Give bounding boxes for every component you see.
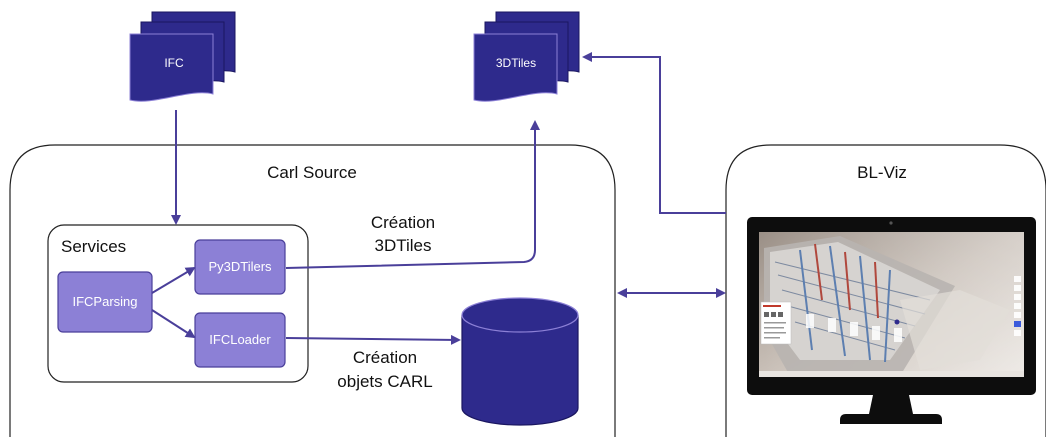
arrow-py3dtilers-to-3dtiles [285, 120, 540, 269]
3dtiles-document-stack: 3DTiles [473, 11, 580, 102]
3dtiles-document-label: 3DTiles [496, 56, 536, 70]
monitor-icon [747, 217, 1036, 424]
py3dtilers-label: Py3DTilers [208, 259, 272, 274]
viewer-toolbar [1014, 276, 1021, 336]
arrow-bl-viz-to-3dtiles [582, 52, 726, 214]
arrow-parsing-to-py3dtilers [151, 266, 196, 294]
services-title: Services [61, 237, 126, 256]
ifcloader-node [194, 312, 286, 368]
monitor-camera [889, 221, 893, 225]
creation-carl-label-line2: objets CARL [337, 372, 432, 391]
ifcloader-label: IFCLoader [209, 332, 271, 347]
ifc-document-stack: IFC [129, 11, 236, 102]
ifcparsing-node [57, 271, 153, 333]
viewer-info-panel [760, 301, 792, 345]
creation-carl-label-line1: Création [353, 348, 417, 367]
3d-building-model [764, 236, 1010, 376]
monitor-neck [869, 395, 913, 414]
creation-3dtiles-label-line2: 3DTiles [375, 236, 432, 255]
bl-viz-title: BL-Viz [857, 163, 907, 182]
monitor-stand [840, 414, 942, 424]
carl-source-title: Carl Source [267, 163, 357, 182]
arrow-ifcloader-to-database [285, 334, 461, 345]
ifc-document-label: IFC [164, 56, 184, 70]
arrow-parsing-to-ifcloader [151, 309, 196, 339]
carl-database-cylinder [461, 297, 579, 426]
ifcparsing-label: IFCParsing [72, 294, 137, 309]
creation-3dtiles-label-line1: Création [371, 213, 435, 232]
bl-viz-screen [759, 232, 1024, 377]
